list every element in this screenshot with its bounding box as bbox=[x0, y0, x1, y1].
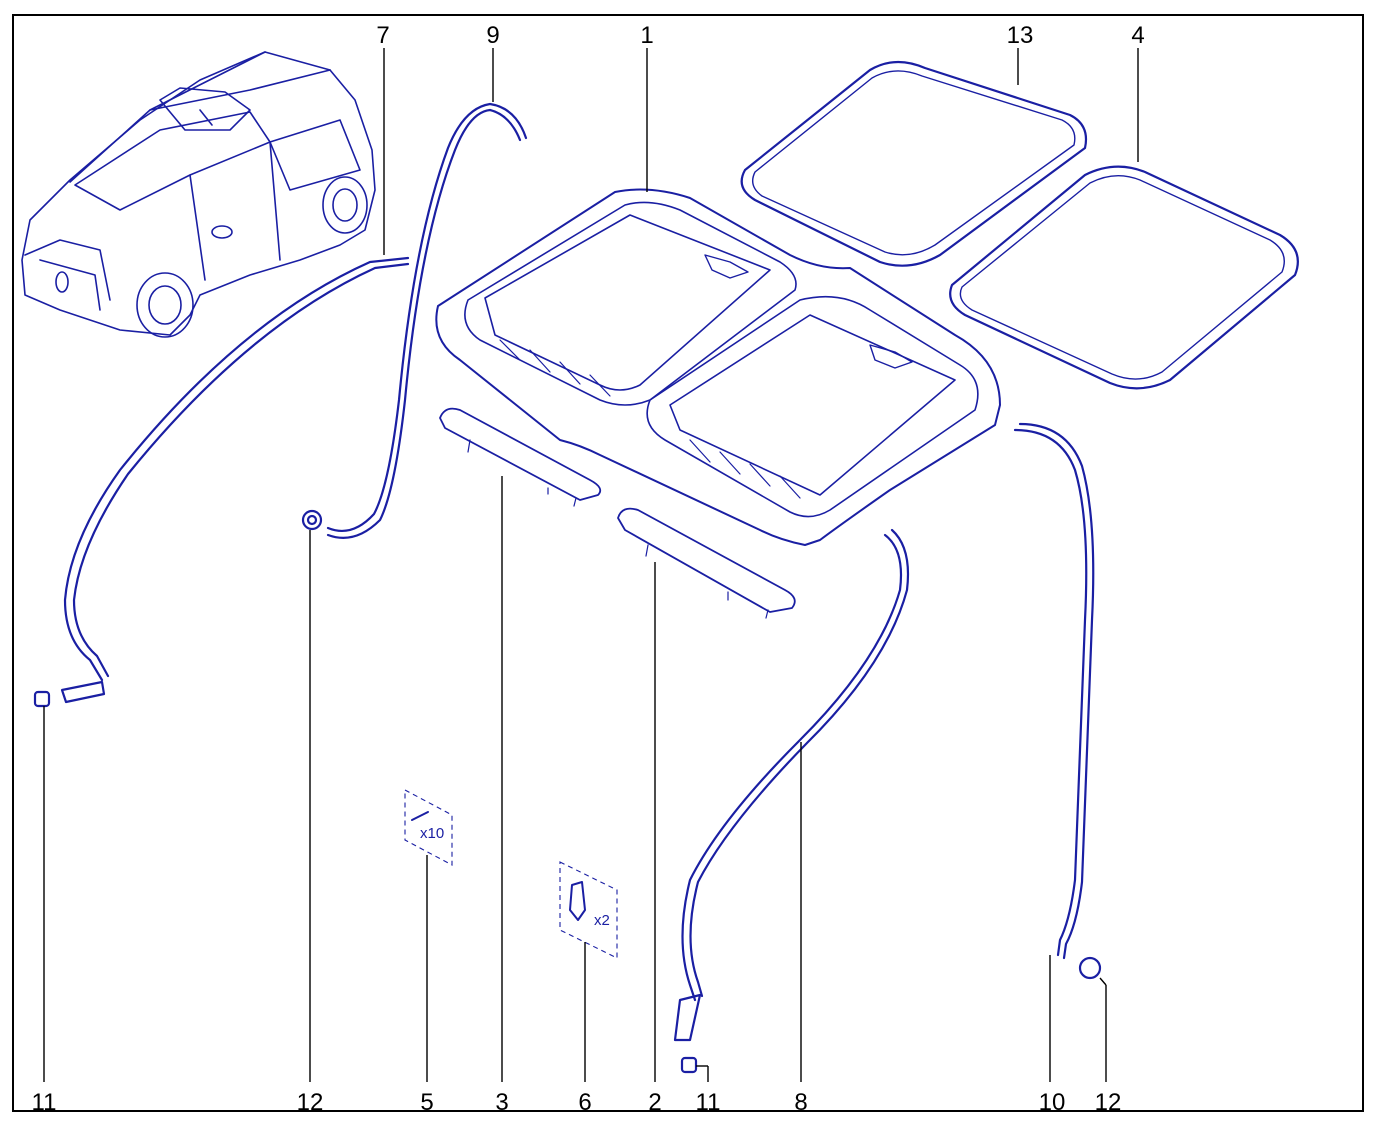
callout-8: 8 bbox=[794, 1089, 807, 1116]
drain-hose-part-9 bbox=[301, 102, 528, 539]
deflector-part-3 bbox=[439, 407, 602, 507]
callout-11-left: 11 bbox=[32, 1089, 57, 1116]
callout-3: 3 bbox=[495, 1089, 508, 1116]
glass-panel-part-4 bbox=[949, 165, 1299, 390]
car-thumbnail bbox=[21, 51, 376, 338]
glass-panel-part-13 bbox=[740, 60, 1088, 267]
quantity-label-x10: x10 bbox=[420, 825, 444, 842]
callout-4: 4 bbox=[1131, 22, 1144, 49]
callout-13: 13 bbox=[1007, 22, 1034, 49]
clip-kit-part-5: x10 bbox=[404, 789, 453, 866]
callout-12-right: 12 bbox=[1095, 1089, 1122, 1116]
callout-9: 9 bbox=[486, 22, 499, 49]
leader-lines bbox=[43, 48, 1139, 1082]
quantity-label-x2: x2 bbox=[594, 912, 610, 929]
drain-hose-part-7 bbox=[33, 256, 410, 708]
callout-12-left: 12 bbox=[297, 1089, 324, 1116]
callout-1: 1 bbox=[640, 22, 653, 49]
callout-2: 2 bbox=[648, 1089, 661, 1116]
callout-11-right: 11 bbox=[696, 1089, 721, 1116]
callout-numbers: 7 9 1 13 4 11 12 5 3 6 2 11 8 10 12 bbox=[32, 22, 1145, 1116]
fastener-kit-part-6: x2 bbox=[559, 861, 618, 959]
callout-6: 6 bbox=[578, 1089, 591, 1116]
drain-hose-part-10 bbox=[1013, 422, 1102, 980]
callout-7: 7 bbox=[376, 22, 389, 49]
roof-frame-part-1 bbox=[435, 188, 1001, 546]
callout-10: 10 bbox=[1039, 1089, 1066, 1116]
drain-hose-part-8 bbox=[673, 528, 910, 1074]
deflector-part-2 bbox=[617, 507, 796, 619]
callout-5: 5 bbox=[420, 1089, 433, 1116]
